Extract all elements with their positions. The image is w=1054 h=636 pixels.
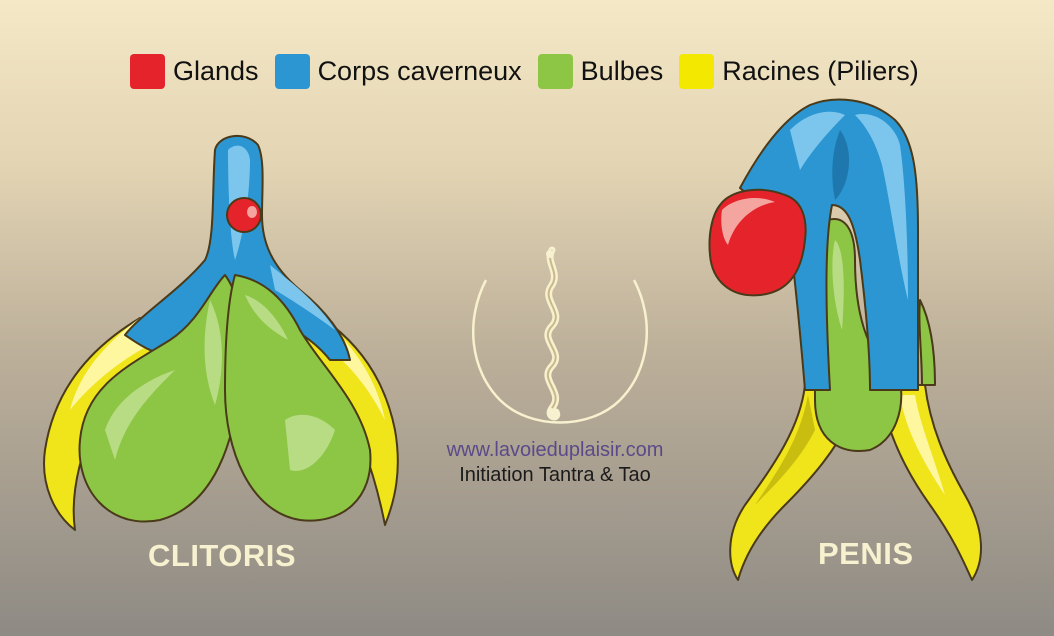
legend-item-glands: Glands <box>130 53 259 89</box>
legend-swatch-glands <box>130 53 165 89</box>
clitoris-bulb-right <box>224 274 372 522</box>
clitoris-label: CLITORIS <box>148 538 297 573</box>
legend-item-racines: Racines (Piliers) <box>679 53 919 89</box>
penis-crus-left <box>729 384 853 581</box>
legend-item-corps-caverneux: Corps caverneux <box>274 53 522 89</box>
penis-figure <box>708 98 982 581</box>
legend-item-bulbes: Bulbes <box>537 53 664 89</box>
legend-swatch-bulbes <box>537 53 573 89</box>
clitoris-figure <box>43 135 399 531</box>
legend: Glands Corps caverneux Bulbes Racines (P… <box>130 52 935 90</box>
penis-corpus <box>739 98 919 391</box>
legend-label-glands: Glands <box>173 55 259 86</box>
legend-swatch-racines <box>679 53 715 89</box>
legend-label-racines: Racines (Piliers) <box>722 55 919 86</box>
tagline: Initiation Tantra & Tao <box>459 464 651 486</box>
legend-label-bulbes: Bulbes <box>580 55 664 86</box>
spiral-logo-icon <box>471 246 649 424</box>
legend-label-corps-caverneux: Corps caverneux <box>317 55 522 86</box>
website-url: www.lavoieduplaisir.com <box>446 439 664 461</box>
penis-crus-right <box>879 384 982 581</box>
penis-label: PENIS <box>818 536 914 571</box>
legend-swatch-corps-caverneux <box>274 53 310 89</box>
